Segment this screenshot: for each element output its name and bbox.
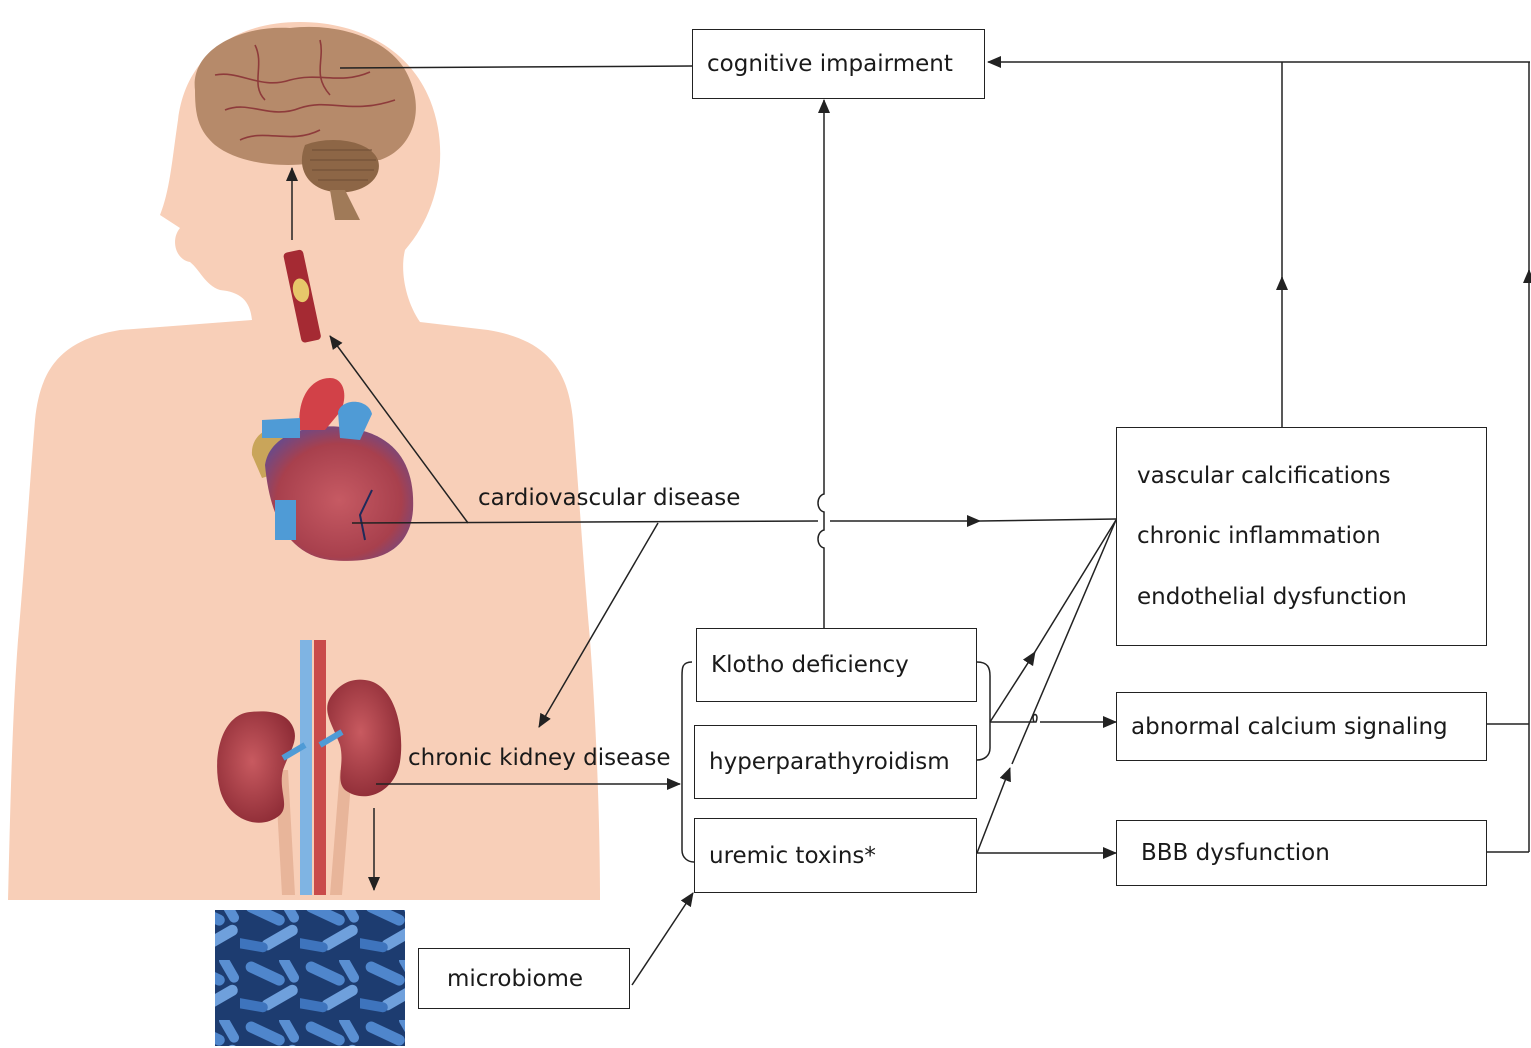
label-cardiovascular-disease: cardiovascular disease (478, 485, 740, 511)
hyperparathyroidism-box: hyperparathyroidism (694, 725, 977, 799)
microbiome-box: microbiome (418, 948, 630, 1009)
endothelial-dysfunction-text: endothelial dysfunction (1137, 584, 1407, 610)
label-chronic-kidney-disease: chronic kidney disease (408, 745, 670, 771)
bbb-dysfunction-box: BBB dysfunction (1116, 820, 1487, 886)
chronic-inflammation-text: chronic inflammation (1137, 523, 1381, 549)
abnormal-calcium-signaling-box: abnormal calcium signaling (1116, 692, 1487, 761)
klotho-deficiency-box: Klotho deficiency (696, 628, 977, 702)
vascular-factors-box: vascular calcifications chronic inflamma… (1116, 427, 1487, 646)
cognitive-impairment-box: cognitive impairment (692, 29, 985, 99)
uremic-toxins-box: uremic toxins* (694, 818, 977, 893)
bacteria-icon (215, 910, 405, 1046)
vascular-calcifications-text: vascular calcifications (1137, 463, 1391, 489)
